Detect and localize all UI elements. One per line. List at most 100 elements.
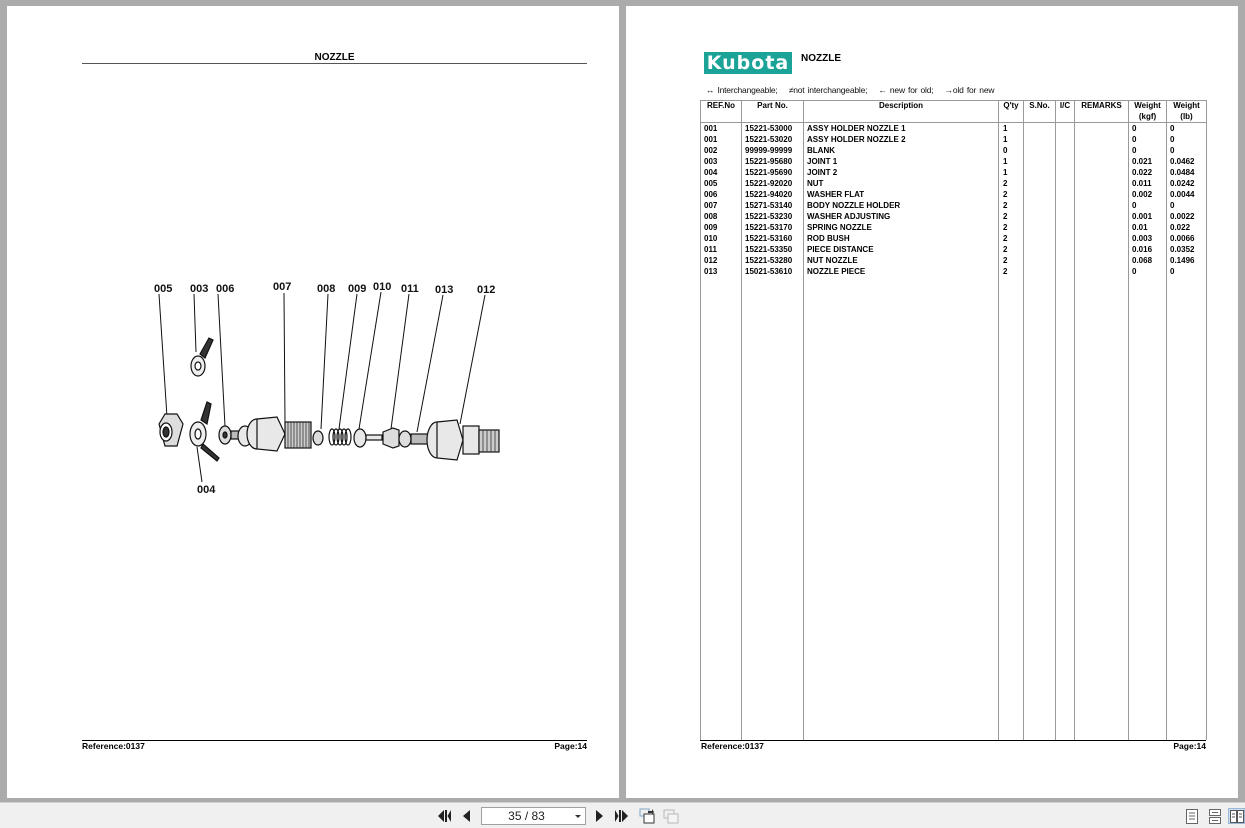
col-serial-no: S.No.	[1023, 100, 1056, 123]
cell-sno	[1023, 255, 1056, 266]
page-title: NOZZLE	[314, 52, 355, 63]
cell-kgf: 0	[1128, 122, 1167, 134]
cell-qty: 2	[998, 244, 1024, 255]
cell-ic	[1055, 167, 1075, 178]
cell-lb: 0.0462	[1166, 156, 1207, 167]
cell-lb: 0	[1166, 200, 1207, 211]
cell-part: 15221-53160	[741, 233, 804, 244]
footer-rule	[700, 740, 1206, 741]
cell-lb: 0.1496	[1166, 255, 1207, 266]
cell-kgf: 0.068	[1128, 255, 1167, 266]
cell-ref: 007	[700, 200, 742, 211]
cell-remarks	[1074, 266, 1129, 277]
compare-pages-button[interactable]	[662, 808, 680, 824]
cell-sno	[1023, 145, 1056, 156]
callout-005: 005	[154, 283, 173, 295]
continuous-view-icon	[1209, 808, 1221, 824]
table-row: 007 15271-53140 BODY NOZZLE HOLDER 2 0 0	[700, 200, 1207, 211]
cell-ref: 001	[700, 134, 742, 145]
cell-part: 15221-53020	[741, 134, 804, 145]
page-number-field[interactable]: 35 / 83	[481, 807, 586, 825]
callout-013: 013	[435, 284, 454, 296]
cell-ref: 005	[700, 178, 742, 189]
cell-lb: 0	[1166, 145, 1207, 156]
callout-007: 007	[273, 281, 292, 293]
cell-kgf: 0.011	[1128, 178, 1167, 189]
cell-ref: 003	[700, 156, 742, 167]
kubota-logo: Kubota	[704, 52, 792, 74]
document-viewport[interactable]: NOZZLE	[0, 0, 1245, 802]
cell-sno	[1023, 200, 1056, 211]
col-ic: I/C	[1055, 100, 1075, 123]
cell-desc: WASHER ADJUSTING	[803, 211, 999, 222]
callout-012: 012	[477, 284, 496, 296]
cell-kgf: 0	[1128, 134, 1167, 145]
cell-sno	[1023, 178, 1056, 189]
single-page-view-button[interactable]	[1184, 808, 1200, 824]
header-rule	[82, 63, 587, 64]
cell-kgf: 0.003	[1128, 233, 1167, 244]
legend-new-for-old: ← new for old;	[878, 85, 934, 95]
page-right: Kubota NOZZLE ↔ Interchangeable; ≠not in…	[626, 6, 1238, 798]
table-row: 001 15221-53000 ASSY HOLDER NOZZLE 1 1 0…	[700, 122, 1207, 134]
cell-desc: JOINT 1	[803, 156, 999, 167]
cell-ref: 001	[700, 122, 742, 134]
cell-lb: 0	[1166, 266, 1207, 277]
next-page-button[interactable]	[594, 808, 604, 824]
callout-010: 010	[373, 281, 392, 293]
cell-kgf: 0.01	[1128, 222, 1167, 233]
cell-lb: 0	[1166, 134, 1207, 145]
table-filler-row	[700, 277, 1207, 740]
cell-ic	[1055, 122, 1075, 134]
cell-desc: ROD BUSH	[803, 233, 999, 244]
table-row: 008 15221-53230 WASHER ADJUSTING 2 0.001…	[700, 211, 1207, 222]
cell-remarks	[1074, 200, 1129, 211]
cell-qty: 2	[998, 266, 1024, 277]
first-page-button[interactable]	[437, 808, 451, 824]
page-left: NOZZLE	[7, 6, 619, 798]
cell-kgf: 0.016	[1128, 244, 1167, 255]
cell-ref: 006	[700, 189, 742, 200]
cell-part: 15271-53140	[741, 200, 804, 211]
table-header-row: REF.No Part No. Description Q'ty S.No. I…	[700, 100, 1207, 123]
cell-sno	[1023, 167, 1056, 178]
cell-qty: 2	[998, 189, 1024, 200]
cell-ic	[1055, 145, 1075, 156]
table-row: 001 15221-53020 ASSY HOLDER NOZZLE 2 1 0…	[700, 134, 1207, 145]
continuous-view-button[interactable]	[1207, 808, 1223, 824]
table-row: 004 15221-95690 JOINT 2 1 0.022 0.0484	[700, 167, 1207, 178]
footer-reference: Reference:0137	[82, 741, 145, 751]
cell-remarks	[1074, 222, 1129, 233]
cell-desc: WASHER FLAT	[803, 189, 999, 200]
cell-desc: ASSY HOLDER NOZZLE 2	[803, 134, 999, 145]
last-page-button[interactable]	[614, 808, 628, 824]
rotate-page-button[interactable]	[638, 808, 656, 824]
cell-remarks	[1074, 211, 1129, 222]
cell-remarks	[1074, 145, 1129, 156]
cell-remarks	[1074, 189, 1129, 200]
cell-ref: 002	[700, 145, 742, 156]
cell-kgf: 0	[1128, 145, 1167, 156]
compare-pages-icon	[663, 809, 679, 824]
two-page-view-button[interactable]	[1228, 808, 1245, 824]
cell-ic	[1055, 200, 1075, 211]
cell-part: 15221-95690	[741, 167, 804, 178]
callout-006: 006	[216, 283, 235, 295]
cell-remarks	[1074, 178, 1129, 189]
cell-qty: 2	[998, 255, 1024, 266]
table-row: 006 15221-94020 WASHER FLAT 2 0.002 0.00…	[700, 189, 1207, 200]
cell-desc: NOZZLE PIECE	[803, 266, 999, 277]
cell-lb: 0.0242	[1166, 178, 1207, 189]
cell-sno	[1023, 244, 1056, 255]
cell-part: 15221-53170	[741, 222, 804, 233]
cell-sno	[1023, 211, 1056, 222]
cell-remarks	[1074, 134, 1129, 145]
chevron-down-icon[interactable]	[575, 815, 581, 818]
col-weight-kgf: Weight (kgf)	[1128, 100, 1167, 123]
navigation-toolbar: 35 / 83	[0, 802, 1245, 828]
legend-not-interchangeable: ≠not interchangeable;	[788, 85, 868, 95]
previous-page-button[interactable]	[461, 808, 471, 824]
cell-part: 15221-53350	[741, 244, 804, 255]
cell-sno	[1023, 134, 1056, 145]
footer-page-number: Page:14	[1173, 741, 1206, 751]
